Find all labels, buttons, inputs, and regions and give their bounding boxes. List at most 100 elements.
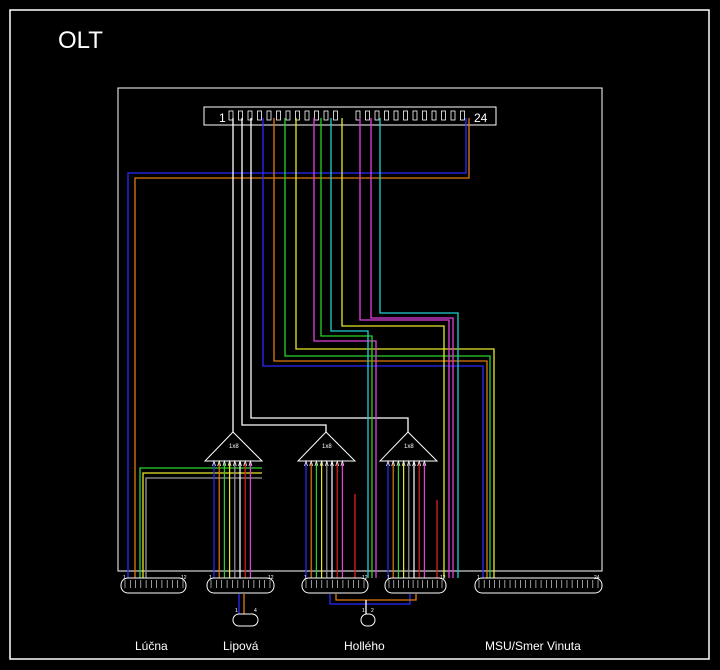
cassette-holleho-start: 1 [304,575,307,581]
cassette-lucna: 1 12 Lúčna [120,575,187,653]
odf-last-port: 24 [474,111,488,125]
fiber-4 [241,118,327,432]
odf-port-1 [228,110,234,121]
odf-port-3 [247,110,253,121]
odf-port-23 [450,110,456,121]
odf-port-16 [384,110,389,121]
fiber-11 [320,118,373,578]
odf-port-22 [441,110,446,121]
splitter-1-arrow-6 [238,459,242,467]
splitter-3: 1x8 [378,431,439,462]
splitter-3-arrow-4 [401,459,406,467]
odf-ports [228,110,465,121]
splitters: 1x8 1x8 1x8 [203,431,439,578]
odf-port-21 [431,110,437,121]
splitter-1-arrow-1 [212,459,216,467]
splitter-2: 1x8 [296,431,357,462]
cassette-lucna-start: 1 [123,575,126,581]
splitter-2-label: 1x8 [322,444,332,450]
fiber-5 [250,118,409,432]
odf-port-9 [304,110,310,121]
fiber-9 [295,118,495,578]
mini-cassette-holleho: 1 2 [360,608,376,627]
fiber-2 [134,118,470,578]
cassette-lipova: 1 12 Lipová [206,575,275,653]
mini-cassette-lipova-body [232,613,259,627]
cassette-msu-start: 1 [477,575,480,581]
cassette-holleho: 1 12 Hollého [301,575,385,653]
splitter-1-body [203,431,264,462]
page-title: OLT [58,27,103,54]
odf-port-6 [276,110,281,121]
cassette-holleho-label: Hollého [344,639,385,653]
cassette-extra-body [384,577,447,594]
cassette-extra-start: 1 [387,575,390,581]
splitter-3-arrow-3 [396,459,401,467]
cassette-msu-body [474,577,603,594]
odf-port-15 [374,110,380,121]
splitter-1-arrow-5 [232,459,237,467]
cassette-extra: 1 12 [384,575,447,594]
odf-port-7 [285,110,291,121]
odf-port-12 [333,110,338,121]
odf-port-18 [403,110,408,121]
splitter-3-arrow-6 [412,459,416,467]
splitter-1: 1x8 [203,431,264,462]
mini-cassette-lipova-start: 1 [235,608,238,614]
splitter-3-arrow-8 [422,459,427,467]
splitter-1-arrow-3 [222,459,227,467]
fiber-19 [145,477,262,578]
fiber-1 [127,118,467,578]
fiber-8 [273,118,488,578]
splitter-2-arrow-1 [304,459,308,467]
outer-frame [9,9,710,660]
splitter-3-arrow-5 [406,459,411,467]
mini-cassette-lipova: 1 4 [232,608,259,627]
odf-frame [203,106,497,126]
splitter-2-arrow-6 [330,459,334,467]
odf-port-20 [422,110,427,121]
splitter-1-arrow-8 [248,459,253,467]
splitter-2-arrow-3 [314,459,319,467]
fiber-21 [335,594,417,601]
fiber-16 [379,118,459,578]
odf-port-17 [393,110,399,121]
odf-port-5 [266,110,272,121]
cassette-lipova-end: 12 [268,575,274,581]
fiber-6 [262,118,484,578]
cassette-lucna-end: 12 [181,575,187,581]
cassette-msu-label: MSU/Smer Vinuta [485,639,581,653]
odf-port-19 [412,110,418,121]
splitter-3-arrow-7 [417,459,422,467]
splitter-2-arrow-2 [309,459,314,467]
splitter-2-arrow-5 [324,459,329,467]
cassette-msu: 1 24 MSU/Smer Vinuta [474,575,603,653]
fiber-18 [142,472,262,578]
odf-port-10 [314,110,319,121]
fiber-routes [127,118,495,614]
mini-cassette-lipova-end: 4 [254,608,257,614]
splitter-1-label: 1x8 [229,444,239,450]
fiber-7 [284,118,491,578]
odf-port-13 [355,110,361,121]
odf-port-2 [238,110,243,121]
fiber-15 [370,118,454,578]
odf-port-14 [365,110,370,121]
cassette-lipova-label: Lipová [223,639,259,653]
cassette-holleho-body [301,577,369,594]
mini-cassette-holleho-start: 1 [362,608,365,614]
olt-box [117,87,603,572]
splitter-1-arrow-4 [227,459,232,467]
splitter-1-arrow-7 [243,459,248,467]
odf-port-11 [323,110,329,121]
splitter-2-arrow-8 [340,459,345,467]
splitter-3-arrow-1 [386,459,390,467]
odf-first-port: 1 [219,111,226,125]
splitter-1-arrow-2 [217,459,222,467]
cassette-ticks [124,580,599,588]
fiber-10 [313,118,377,578]
odf-port-8 [295,110,300,121]
cassette-holleho-end: 12 [362,575,368,581]
splitter-2-arrow-7 [335,459,340,467]
